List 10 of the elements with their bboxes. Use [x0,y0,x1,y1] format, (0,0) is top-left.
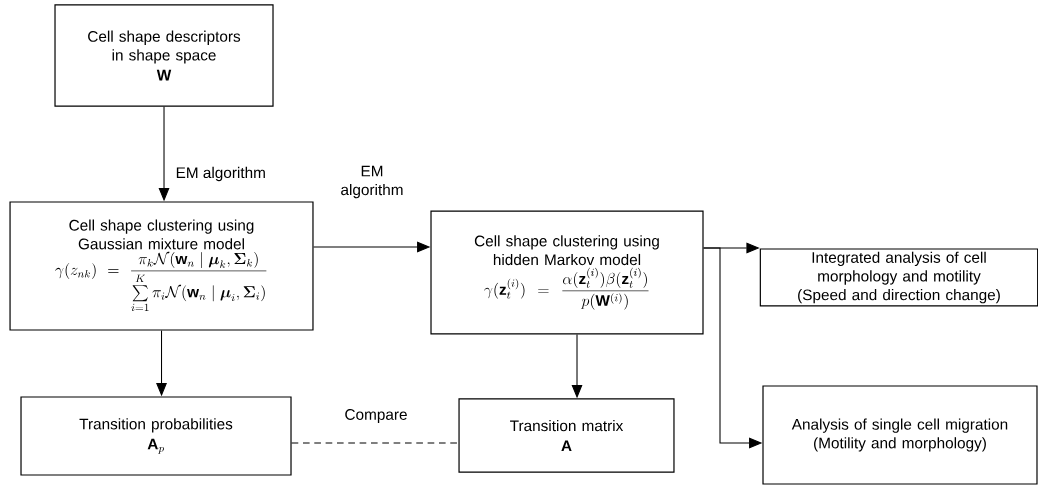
flow-box: Cell shape descriptors in shape space $\mathbf{W}$ [54,4,274,107]
flow-box: Transition matrix $\mathbf{A}$ [458,398,675,473]
flow-box: Cell shape clustering using Gaussian mixture model $\gamma(z_{nk}) = \frac{\pi_k \mathcal{N}(\mathbf{w}_n \mid \boldsymbol{\mu}_k, \boldsymbol{\Sigma}_k)}{\sum\limits_{i=1}^{K} \pi_i \mathcal{N}(\mathbf{w}_n \mid \boldsymbol{\mu}_i, \boldsymbol{\Sigma}_i)}$ [9,201,314,331]
edge-label: EM algorithm [174,165,268,183]
flow-box: Transition probabilities $\mathbf{A}_p$ [20,396,292,476]
edge-label: EM algorithm [337,164,407,200]
flow-box: Cell shape clustering using hidden Markov model $\gamma(\mathbf{z}_t^{(i)}) = \frac{\alpha(\mathbf{z}_t^{(i)})\beta(\mathbf{z}_t^{(i)})}{p(\mathbf{W}^{(i)})}$ [430,210,704,335]
edge-label: Compare [343,407,409,425]
flow-box: Analysis of single cell migration (Motility and morphology) [762,385,1038,485]
flow-box: Integrated analysis of cell morphology and motility (Speed and direction change) [759,248,1038,307]
